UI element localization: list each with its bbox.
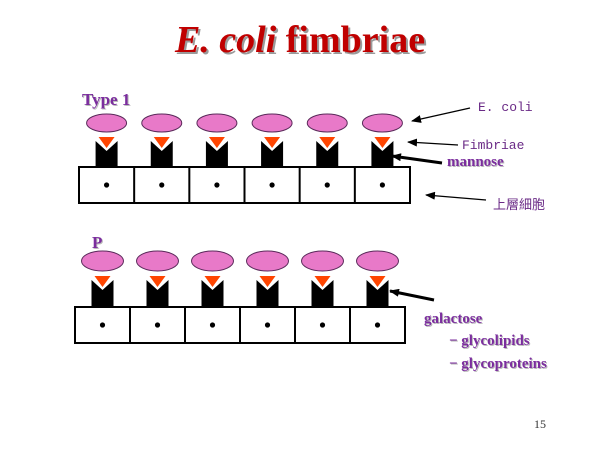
panel-p-diagram [74, 250, 406, 344]
cell-nucleus [154, 322, 161, 328]
ecoli-bacterium [191, 250, 234, 272]
receptor [150, 141, 173, 167]
cell-nucleus [214, 182, 220, 188]
receptor [256, 280, 279, 307]
receptor [91, 280, 114, 307]
adhesin-tip [98, 137, 115, 148]
receptor [316, 141, 339, 167]
ecoli-label: E. coli [478, 100, 533, 115]
receptor [95, 141, 118, 167]
receptor [261, 141, 284, 167]
galactose-label: galactose [424, 311, 483, 327]
host-cell-pointer-arrow [425, 191, 487, 201]
p-label: P [92, 233, 103, 252]
cell-nucleus [324, 182, 330, 188]
cell-nucleus [319, 322, 326, 328]
adhesin-tip [264, 137, 281, 148]
adhesin-tip [94, 276, 111, 287]
cell-nucleus [374, 322, 381, 328]
galactose-pointer-arrow [389, 288, 435, 302]
adhesin-tip [259, 276, 276, 287]
fimbriae-pointer-arrow [407, 138, 459, 147]
cell-nucleus [209, 322, 216, 328]
ecoli-pointer-arrow [411, 107, 471, 123]
mannose-label: mannose [447, 154, 504, 170]
cell-nucleus [99, 322, 106, 328]
host-cell-label: 上層細胞 [493, 198, 546, 213]
ecoli-bacterium [141, 113, 183, 133]
adhesin-tip [208, 137, 225, 148]
page-title: E. coli fimbriae [0, 18, 600, 62]
type1-label: Type 1 [82, 90, 131, 109]
cell-nucleus [379, 182, 386, 188]
ecoli-bacterium [306, 113, 348, 133]
ecoli-bacterium [246, 250, 289, 272]
page-number: 15 [534, 417, 546, 431]
title-italic: E. coli [174, 19, 277, 61]
receptor [311, 280, 334, 307]
ecoli-bacterium [356, 250, 399, 272]
glycoproteins-label: − glycoproteins [449, 356, 547, 372]
title-rest: fimbriae [276, 19, 426, 61]
adhesin-tip [319, 137, 336, 148]
receptor [146, 280, 169, 307]
ecoli-bacterium [301, 250, 344, 272]
ecoli-bacterium [136, 250, 179, 272]
adhesin-tip [369, 276, 386, 287]
cell-nucleus [103, 182, 110, 188]
ecoli-bacterium [196, 113, 238, 133]
glycolipids-label: − glycolipids [449, 333, 530, 349]
adhesin-tip [374, 137, 391, 148]
adhesin-tip [314, 276, 331, 287]
ecoli-bacterium [251, 113, 293, 133]
ecoli-bacterium [361, 113, 403, 133]
adhesin-tip [204, 276, 221, 287]
ecoli-bacterium [86, 113, 128, 133]
adhesin-tip [153, 137, 170, 148]
panel-type1-diagram [78, 113, 411, 204]
receptor [201, 280, 224, 307]
ecoli-bacterium [81, 250, 124, 272]
receptor [205, 141, 228, 167]
cell-nucleus [269, 182, 275, 188]
mannose-pointer-arrow [391, 153, 443, 165]
receptor [366, 280, 389, 307]
receptor [371, 141, 394, 167]
adhesin-tip [149, 276, 166, 287]
cell-nucleus [264, 322, 271, 328]
cell-nucleus [159, 182, 165, 188]
fimbriae-label: Fimbriae [462, 138, 525, 153]
